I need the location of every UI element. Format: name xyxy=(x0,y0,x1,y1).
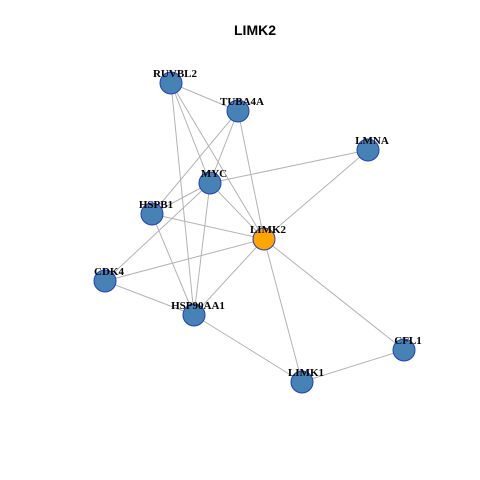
edge-limk1-cfl1 xyxy=(301,349,405,383)
edge-layer xyxy=(104,82,405,383)
edge-ruvbl2-limk2 xyxy=(170,82,265,240)
graph-title: LIMK2 xyxy=(234,22,276,38)
edge-hsp90aa1-limk1 xyxy=(193,314,303,383)
node-layer xyxy=(93,71,416,394)
node-label-limk2: LIMK2 xyxy=(250,224,287,236)
node-label-hspb1: HSPB1 xyxy=(139,199,173,211)
edge-cdk4-hsp90aa1 xyxy=(104,280,195,316)
edge-limk2-cdk4 xyxy=(104,238,265,282)
edge-limk2-limk1 xyxy=(263,238,303,383)
node-limk1[interactable] xyxy=(290,370,314,394)
node-label-myc: MYC xyxy=(201,168,227,180)
node-label-cdk4: CDK4 xyxy=(94,266,124,278)
edge-tuba4a-hspb1 xyxy=(151,110,239,215)
node-cfl1[interactable] xyxy=(392,338,416,362)
edge-hspb1-limk2 xyxy=(151,213,265,240)
edge-limk2-cfl1 xyxy=(263,238,405,351)
node-lmna[interactable] xyxy=(356,138,380,162)
edge-ruvbl2-tuba4a xyxy=(170,82,239,112)
edge-myc-limk2 xyxy=(209,182,265,240)
edge-tuba4a-limk2 xyxy=(237,110,265,240)
node-tuba4a[interactable] xyxy=(226,99,250,123)
edge-myc-hsp90aa1 xyxy=(193,182,211,316)
node-label-cfl1: CFL1 xyxy=(394,335,422,347)
edge-lmna-limk2 xyxy=(263,149,369,240)
node-myc[interactable] xyxy=(198,171,222,195)
edge-lmna-myc xyxy=(209,149,369,184)
node-hsp90aa1[interactable] xyxy=(182,303,206,327)
edge-tuba4a-myc xyxy=(209,110,239,184)
edge-ruvbl2-myc xyxy=(170,82,211,184)
edge-limk2-hsp90aa1 xyxy=(193,238,265,316)
node-cdk4[interactable] xyxy=(93,269,117,293)
node-label-hsp90aa1: HSP90AA1 xyxy=(171,300,225,312)
node-limk2[interactable] xyxy=(252,227,276,251)
edge-myc-cdk4 xyxy=(104,182,211,282)
node-hspb1[interactable] xyxy=(140,202,164,226)
node-label-lmna: LMNA xyxy=(355,135,389,147)
node-label-limk1: LIMK1 xyxy=(288,367,324,379)
node-label-ruvbl2: RUVBL2 xyxy=(153,68,198,80)
node-label-tuba4a: TUBA4A xyxy=(220,96,264,108)
edge-hspb1-hsp90aa1 xyxy=(151,213,195,316)
edge-ruvbl2-hsp90aa1 xyxy=(170,82,195,316)
node-ruvbl2[interactable] xyxy=(159,71,183,95)
